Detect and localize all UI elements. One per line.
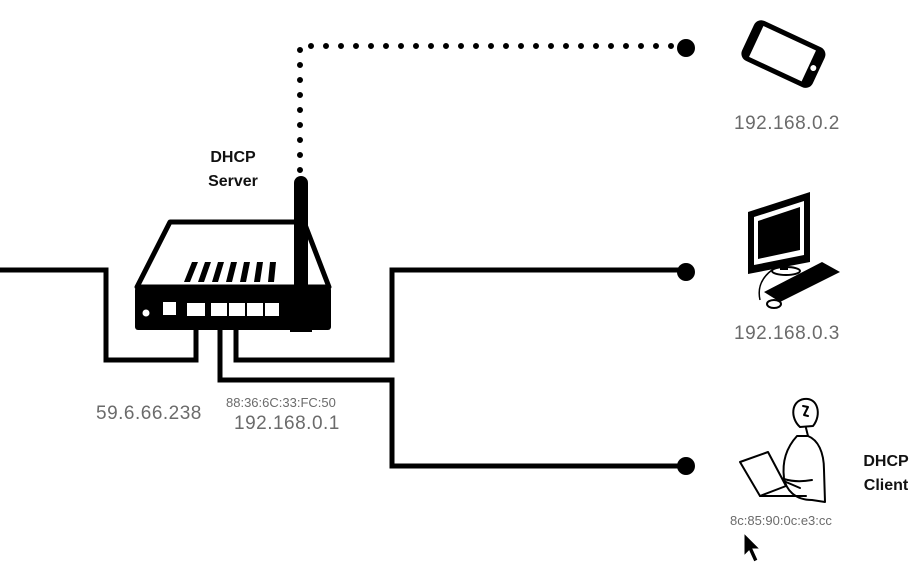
- router-icon: [134, 176, 332, 332]
- desktop-computer-icon: [748, 192, 840, 309]
- person-laptop-icon: [739, 397, 826, 503]
- server-title-line2: Server: [208, 173, 258, 190]
- server-title-line1: DHCP: [210, 149, 256, 166]
- wan-port: [187, 303, 205, 316]
- dhcp-client-label: DHCP Client: [852, 450, 920, 498]
- antenna-base: [290, 300, 312, 332]
- router-vents: [184, 262, 276, 282]
- smartphone-icon: [741, 20, 826, 88]
- reset-button: [163, 302, 176, 315]
- cable-to-desktop: [233, 267, 686, 363]
- endpoint-laptop: [677, 457, 695, 475]
- router-antenna: [294, 176, 308, 332]
- lan-port-1: [211, 303, 227, 316]
- client-title-line1: DHCP: [863, 453, 909, 470]
- phone-ip-label: 192.168.0.2: [734, 113, 840, 134]
- router-mac-label: 88:36:6C:33:FC:50: [226, 395, 336, 410]
- dhcp-server-label: DHCP Server: [196, 146, 270, 194]
- wan-ip-label: 59.6.66.238: [96, 403, 202, 424]
- wired-connections: [0, 267, 686, 469]
- lan-port-4: [265, 303, 279, 316]
- lan-port-3: [247, 303, 263, 316]
- endpoint-phone: [677, 39, 695, 57]
- mouse-cursor-icon: [743, 531, 762, 563]
- wireless-link: [297, 43, 689, 173]
- client-mac-label: 8c:85:90:0c:e3:cc: [730, 513, 832, 528]
- client-title-line2: Client: [863, 477, 909, 494]
- cable-to-laptop: [217, 312, 686, 469]
- desktop-ip-label: 192.168.0.3: [734, 323, 840, 344]
- endpoint-desktop: [677, 263, 695, 281]
- power-port: [142, 309, 150, 317]
- router-lan-ip-label: 192.168.0.1: [234, 413, 340, 434]
- lan-port-2: [229, 303, 245, 316]
- wan-cable: [0, 267, 199, 363]
